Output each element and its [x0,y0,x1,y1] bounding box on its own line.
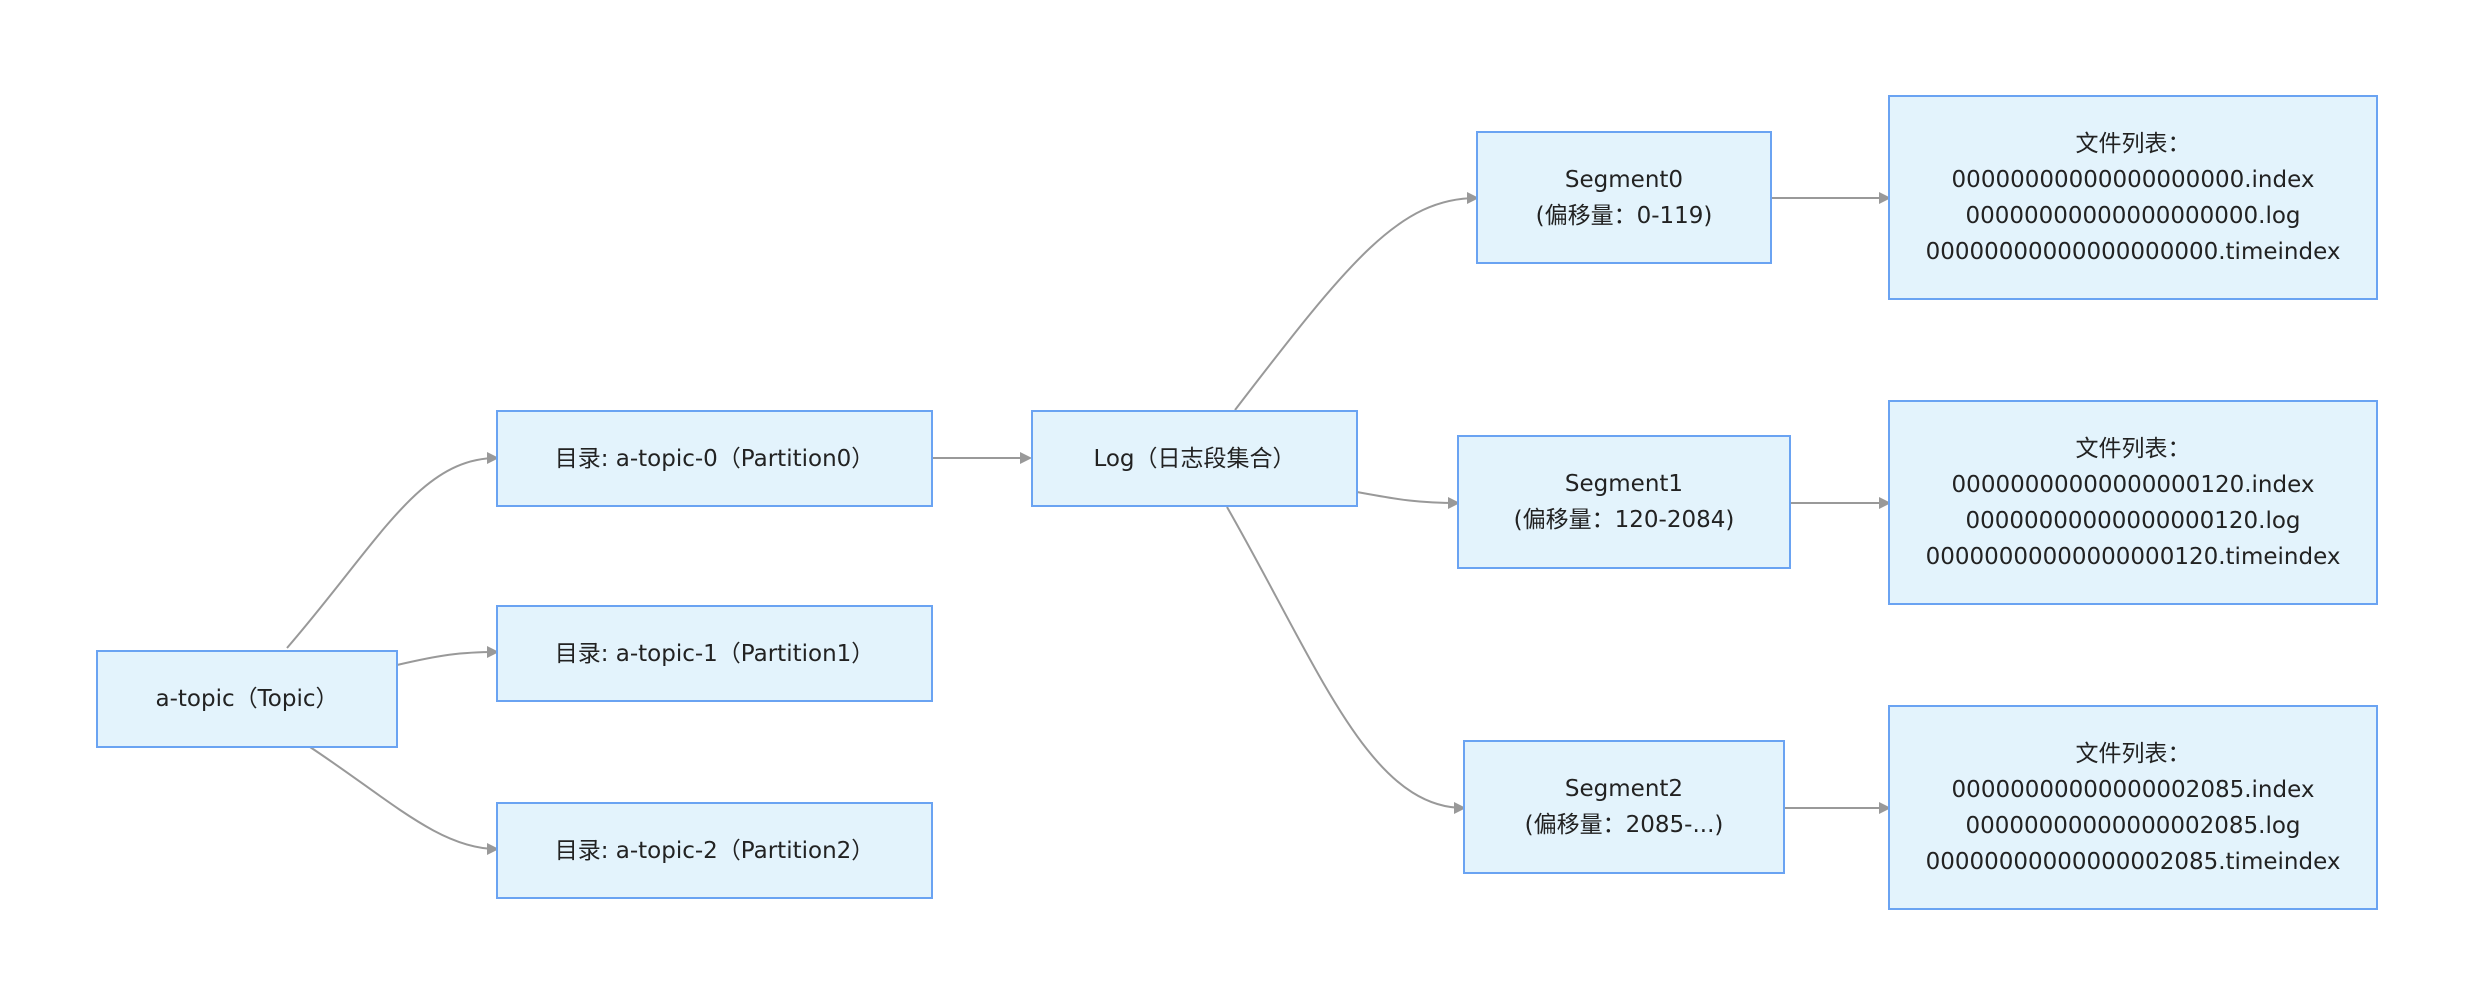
segment-name: Segment0 [1564,166,1684,193]
segment-name: Segment1 [1564,471,1684,497]
edge-log-to-segment1 [1356,491,1460,509]
file-name: 00000000000000000000.index [1951,166,2315,193]
file-name: 00000000000000002085.log [1965,812,2301,839]
file-name: 00000000000000000000.log [1965,202,2301,229]
topic-label: a-topic（Topic） [155,686,339,712]
file-name: 00000000000000000000.timeindex [1925,238,2341,265]
segment-node-0: Segment0 (偏移量：0-119) [1476,131,1772,264]
partition-node-1: 目录: a-topic-1（Partition1） [496,605,933,702]
file-name: 00000000000000002085.index [1951,776,2315,803]
segment-node-2: Segment2 (偏移量：2085-...) [1463,740,1785,874]
edge-log-to-segment0 [1234,192,1479,411]
segment-node-1: Segment1 (偏移量：120-2084) [1457,435,1791,569]
partition-node-2: 目录: a-topic-2（Partition2） [496,802,933,899]
edge-topic-to-partition1 [396,646,499,666]
file-list-title: 文件列表： [2075,740,2191,767]
segment-offset: (偏移量：0-119) [1535,202,1713,229]
partition-label: 目录: a-topic-0（Partition0） [554,445,875,472]
file-list-title: 文件列表： [2075,130,2191,157]
segment-offset: (偏移量：120-2084) [1513,507,1735,533]
file-name: 00000000000000000120.index [1951,471,2315,498]
file-list-node-1: 文件列表： 00000000000000000120.index 0000000… [1888,400,2378,605]
file-list-node-0: 文件列表： 00000000000000000000.index 0000000… [1888,95,2378,300]
log-node: Log（日志段集合） [1031,410,1358,507]
file-list-title: 文件列表： [2075,435,2191,462]
file-list-node-2: 文件列表： 00000000000000002085.index 0000000… [1888,705,2378,910]
segment-name: Segment2 [1564,776,1684,802]
edge-topic-to-partition2 [309,746,499,855]
topic-node: a-topic（Topic） [96,650,398,748]
file-name: 00000000000000002085.timeindex [1925,848,2341,875]
edge-topic-to-partition0 [286,452,499,649]
file-name: 00000000000000000120.timeindex [1925,543,2341,570]
file-name: 00000000000000000120.log [1965,507,2301,534]
partition-node-0: 目录: a-topic-0（Partition0） [496,410,933,507]
edge-log-to-segment2 [1226,506,1466,814]
segment-offset: (偏移量：2085-...) [1524,812,1724,838]
partition-label: 目录: a-topic-1（Partition1） [554,640,875,667]
partition-label: 目录: a-topic-2（Partition2） [554,837,875,864]
log-label: Log（日志段集合） [1093,445,1296,472]
